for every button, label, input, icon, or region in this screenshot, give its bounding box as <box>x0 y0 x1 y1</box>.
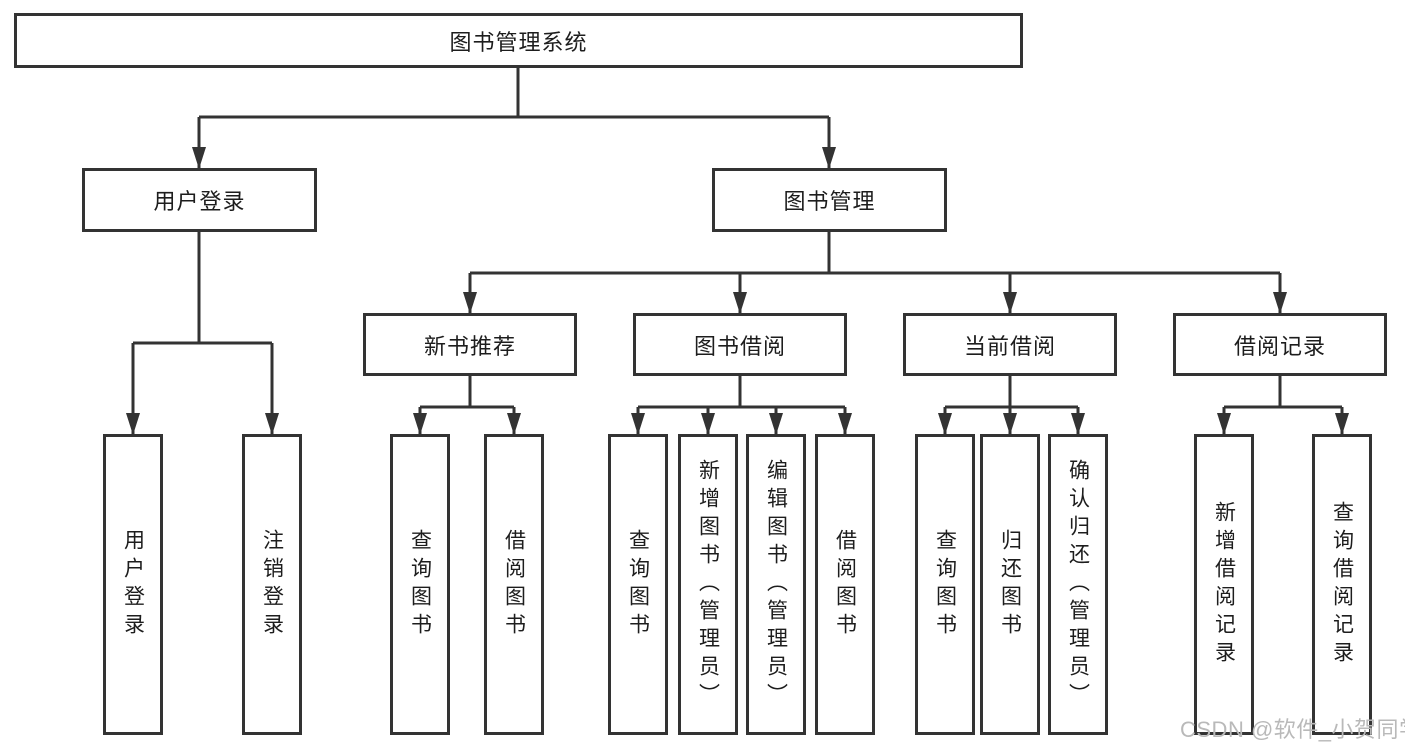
node-book-management: 图书管理 <box>712 168 947 232</box>
node-new-book-recommendation: 新书推荐 <box>363 313 577 376</box>
leaf-query-borrow-record: 查询借阅记录 <box>1312 434 1372 735</box>
node-label: 当前借阅 <box>963 333 1056 359</box>
leaf-query-books-recommend: 查询图书 <box>390 434 450 735</box>
node-label: 新增图书（管理员） <box>696 458 720 711</box>
node-label: 查询图书 <box>626 528 650 641</box>
leaf-borrow-books: 借阅图书 <box>815 434 875 735</box>
leaf-query-books-borrow: 查询图书 <box>608 434 668 735</box>
node-label: 图书管理 <box>783 189 876 214</box>
node-current-borrowing: 当前借阅 <box>903 313 1117 376</box>
leaf-query-books-current: 查询图书 <box>915 434 975 735</box>
leaf-user-login: 用户登录 <box>103 434 163 735</box>
node-book-borrowing: 图书借阅 <box>633 313 847 376</box>
node-label: 图书管理系统 <box>449 29 588 55</box>
leaf-logout: 注销登录 <box>242 434 302 735</box>
node-label: 注销登录 <box>260 528 284 641</box>
leaf-edit-book-admin: 编辑图书（管理员） <box>746 434 806 735</box>
node-label: 借阅图书 <box>502 528 526 641</box>
csdn-watermark: CSDN @软件_小贺同学 <box>1180 717 1405 742</box>
node-library-management-system: 图书管理系统 <box>14 13 1023 68</box>
node-label: 图书借阅 <box>693 333 786 359</box>
leaf-confirm-return-admin: 确认归还（管理员） <box>1048 434 1108 735</box>
node-label: 借阅记录 <box>1233 333 1326 359</box>
node-label: 用户登录 <box>153 189 246 214</box>
leaf-add-book-admin: 新增图书（管理员） <box>678 434 738 735</box>
node-label: 新书推荐 <box>423 333 516 359</box>
node-label: 查询图书 <box>933 528 957 641</box>
node-label: 用户登录 <box>121 528 145 641</box>
node-label: 查询借阅记录 <box>1330 500 1354 669</box>
leaf-return-book: 归还图书 <box>980 434 1040 735</box>
node-label: 编辑图书（管理员） <box>764 458 788 711</box>
leaf-add-borrow-record: 新增借阅记录 <box>1194 434 1254 735</box>
node-label: 借阅图书 <box>833 528 857 641</box>
leaf-borrow-books-recommend: 借阅图书 <box>484 434 544 735</box>
node-label: 归还图书 <box>998 528 1022 641</box>
node-label: 查询图书 <box>408 528 432 641</box>
node-borrowing-records: 借阅记录 <box>1173 313 1387 376</box>
node-user-login: 用户登录 <box>82 168 317 232</box>
node-label: 确认归还（管理员） <box>1066 458 1090 711</box>
node-label: 新增借阅记录 <box>1212 500 1236 669</box>
